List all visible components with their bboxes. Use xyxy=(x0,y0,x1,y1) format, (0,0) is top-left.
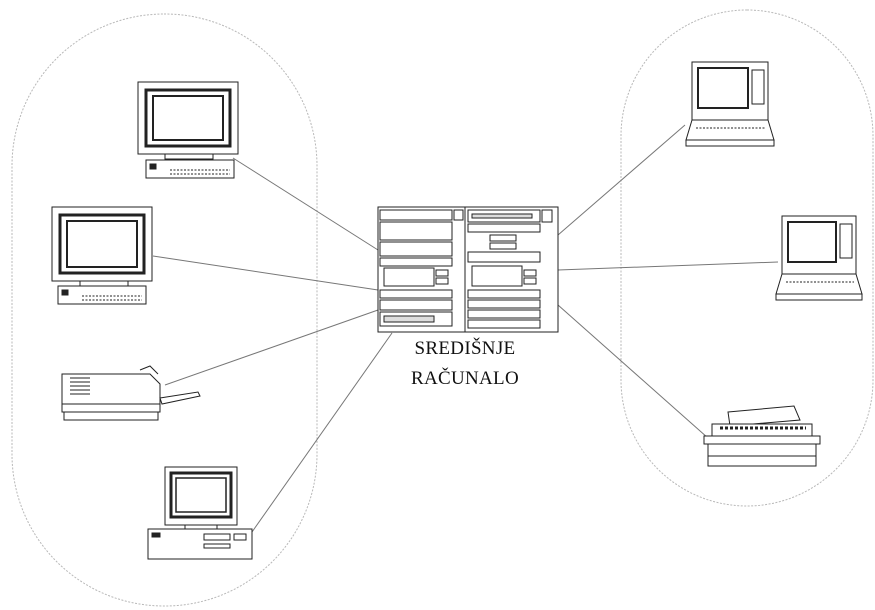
crt-workstation-icon xyxy=(51,206,153,305)
central-label-line2: RAČUNALO xyxy=(411,368,519,389)
connections xyxy=(152,124,779,533)
connection-line xyxy=(232,157,379,251)
connection-line xyxy=(164,309,379,386)
laser-printer-icon xyxy=(61,365,201,421)
laptop-icon xyxy=(685,61,775,147)
left-group-boundary xyxy=(11,13,318,607)
right-group-boundary xyxy=(620,9,874,507)
crt-workstation-icon xyxy=(137,81,239,179)
connection-line xyxy=(251,332,393,533)
connection-line xyxy=(557,304,709,439)
desktop-computer-icon xyxy=(147,466,253,560)
connection-line xyxy=(557,261,779,271)
central-label-line1: SREDIŠNJE xyxy=(414,338,516,359)
laptop-icon xyxy=(775,215,863,301)
dot-matrix-printer-icon xyxy=(703,405,821,467)
connection-line xyxy=(557,124,686,236)
connection-line xyxy=(152,255,379,291)
mainframe-server-icon xyxy=(377,206,559,333)
